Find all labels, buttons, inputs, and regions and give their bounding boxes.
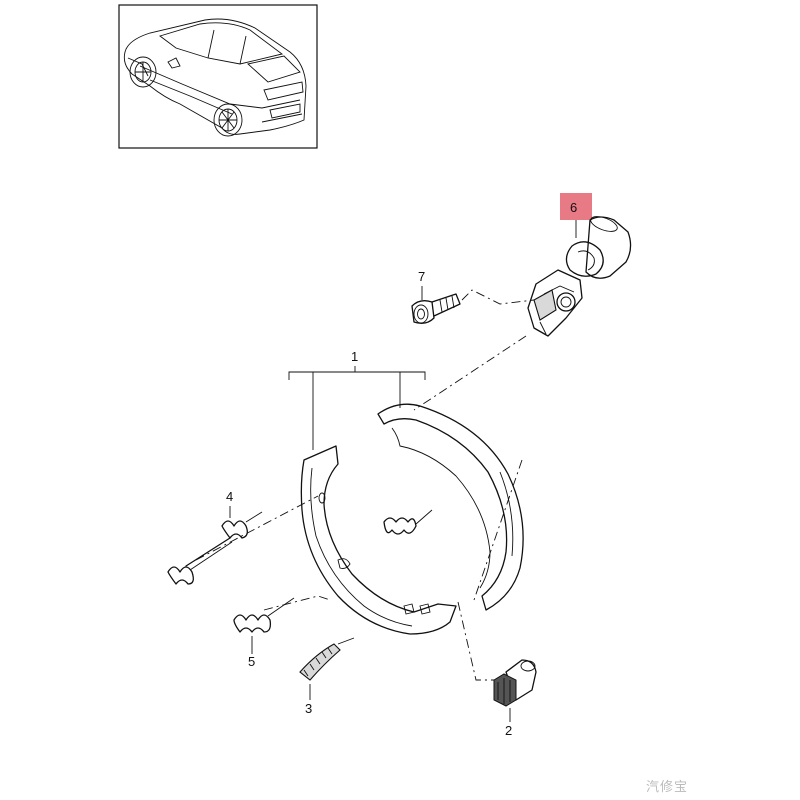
adjuster-alignment-line (473, 459, 523, 601)
callout-5-label: 5 (248, 654, 255, 669)
sensor-alignment-line (413, 335, 527, 411)
vehicle-thumbnail (118, 4, 318, 149)
spring-left-alignment-line (263, 595, 331, 611)
callout-1-label: 1 (351, 349, 358, 364)
callout-4-label: 4 (226, 489, 233, 504)
spring-upper-alignment-line (195, 495, 319, 561)
right-brake-shoe (377, 403, 524, 611)
callout-2-label: 2 (505, 723, 512, 738)
bolt-alignment-line (461, 289, 535, 305)
part-5-spring[interactable]: 5 (233, 597, 295, 669)
center-spring (383, 509, 433, 535)
part-3-adjuster[interactable]: 3 (299, 637, 355, 716)
part-2-adjuster-nut[interactable]: 2 (493, 659, 537, 738)
part-7-bolt[interactable]: 7 (411, 269, 461, 324)
part-1-brake-shoe-assembly[interactable]: 1 (288, 349, 524, 635)
left-brake-shoe (300, 445, 457, 635)
callout-3-label: 3 (305, 701, 312, 716)
part-2-alignment-line (457, 601, 496, 681)
car-illustration (123, 18, 307, 137)
part-6-sensor[interactable]: 6 (527, 193, 632, 337)
callout-6-highlight (560, 193, 592, 220)
watermark: 汽修宝 (645, 780, 688, 795)
callout-7-label: 7 (418, 269, 425, 284)
part-4-spring[interactable]: 4 (167, 489, 263, 585)
callout-6-label: 6 (570, 200, 577, 215)
